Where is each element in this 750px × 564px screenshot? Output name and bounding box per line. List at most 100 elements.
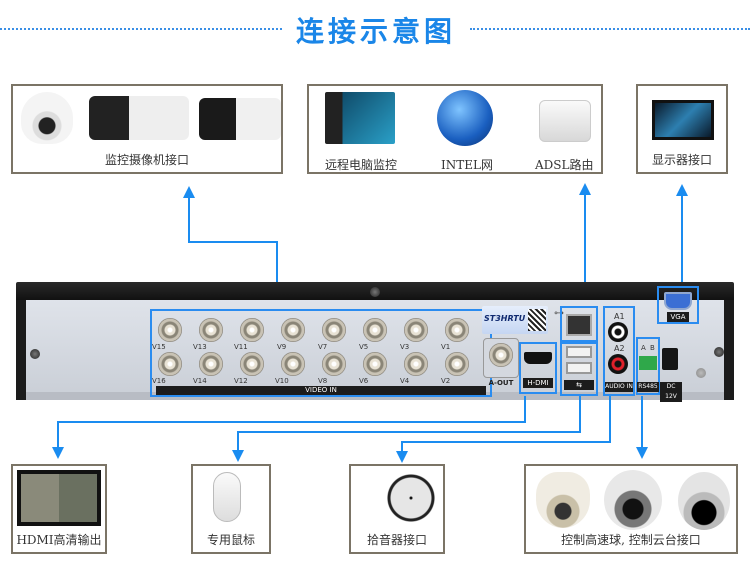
camera-card-label: 监控摄像机接口 [104,153,189,167]
usb-connector [237,431,239,453]
screw-icon [370,287,380,297]
ptz-label: 控制高速球, 控制云台接口 [561,533,701,547]
bnc-connector-v8[interactable] [322,352,346,376]
qr-code-icon [528,309,546,331]
a-out-label: A-OUT [488,379,514,387]
hdmi-output-card: HDMI高清输出 [11,464,107,554]
bnc-connector-v2[interactable] [445,352,469,376]
network-arrow-icon [579,183,591,195]
ptz-ir-dome-icon [678,472,730,530]
hdmi-connector [57,421,59,451]
monitor-icon [652,100,714,140]
adsl-router-label: ADSL路由 [535,158,594,172]
audio-a1-label: A1 [614,312,625,321]
port-label: V6 [359,377,369,385]
display-card-label: 显示器接口 [651,153,712,167]
network-symbol-icon: ⊶ [554,308,564,319]
bnc-connector-v9[interactable] [281,318,305,342]
display-arrow-icon [676,184,688,196]
audio-arrow-icon [396,451,408,463]
ground-screw-icon [696,368,706,378]
microphone-card: 拾音器接口 [349,464,445,554]
rs485-group [636,337,660,395]
audio-out-port[interactable] [483,338,519,378]
title-divider-right [470,28,750,30]
camera-connector [188,241,278,243]
page-title: 连接示意图 [296,15,457,48]
hdmi-port[interactable] [524,352,552,364]
brand-logo: ST3HRTU [484,314,526,323]
hdmi-connector [57,421,526,423]
port-label: V10 [275,377,289,385]
usb-connector [237,431,581,433]
network-card: 远程电脑监控 INTEL网 ADSL路由 [307,84,603,174]
bnc-connector-v15[interactable] [158,318,182,342]
hdmi-connector [524,396,526,422]
router-icon [539,100,591,142]
bnc-connector-v10[interactable] [281,352,305,376]
bnc-connector-v11[interactable] [240,318,264,342]
port-label: V4 [400,377,410,385]
desktop-computer-icon [325,92,395,144]
port-label: V3 [400,343,410,351]
lan-group [560,306,598,342]
port-label: V11 [234,343,248,351]
camera-card: 监控摄像机接口 [11,84,283,174]
dome-camera-icon [21,92,73,144]
dvr-rear-panel: V15 V13 V11 V9 V7 V5 V3 V1 V16 V14 V12 V… [16,282,734,402]
ethernet-port[interactable] [566,314,592,336]
vga-group [657,286,699,324]
ptz-speed-dome-icon [604,470,662,530]
dc-label: DC 12V [660,382,682,402]
rs485-label: RS485 [637,382,659,392]
audio-a2-label: A2 [614,344,625,353]
port-label: V14 [193,377,207,385]
bnc-connector-v3[interactable] [404,318,428,342]
port-label: V13 [193,343,207,351]
bnc-connector-v16[interactable] [158,352,182,376]
usb-symbol-icon: ⇆ [564,380,594,390]
vga-label: VGA [667,312,689,322]
mouse-label: 专用鼠标 [206,533,255,547]
bnc-connector-v14[interactable] [199,352,223,376]
rca-a2-port[interactable] [608,354,628,374]
vga-port[interactable] [664,292,692,310]
port-label: V2 [441,377,451,385]
port-label: V9 [277,343,287,351]
usb-port-1[interactable] [566,346,592,358]
audio-connector [401,441,611,443]
port-label: V16 [152,377,166,385]
usb-port-2[interactable] [566,362,592,374]
camera-connector [276,241,278,309]
bnc-connector-v13[interactable] [199,318,223,342]
internet-explorer-globe-icon [437,90,493,146]
microphone-icon [385,472,437,524]
port-label: V1 [441,343,451,351]
audio-in-label: AUDIO IN [605,382,633,392]
dc-power-port[interactable] [662,348,678,370]
rs485-terminal[interactable] [639,356,657,370]
bnc-connector-v5[interactable] [363,318,387,342]
rca-out-connector [489,343,513,367]
port-label: V7 [318,343,328,351]
bnc-connector-v6[interactable] [363,352,387,376]
title-divider-left [0,28,282,30]
rca-a1-port[interactable] [608,322,628,342]
camera-connector [188,197,190,243]
bullet-camera-icon [89,96,189,140]
ptz-card: 控制高速球, 控制云台接口 [524,464,738,554]
bullet-camera-icon [199,98,281,140]
bnc-connector-v7[interactable] [322,318,346,342]
bnc-connector-v1[interactable] [445,318,469,342]
rs485-connector [641,396,643,450]
mouse-icon [213,472,241,522]
video-in-label: VIDEO IN [156,386,486,395]
port-label: V5 [359,343,369,351]
screw-icon [714,347,724,357]
brand-sticker: ST3HRTU [482,306,548,334]
usb-connector [579,396,581,432]
bnc-connector-v4[interactable] [404,352,428,376]
microphone-label: 拾音器接口 [366,533,427,547]
usb-group [560,342,598,396]
bnc-connector-v12[interactable] [240,352,264,376]
